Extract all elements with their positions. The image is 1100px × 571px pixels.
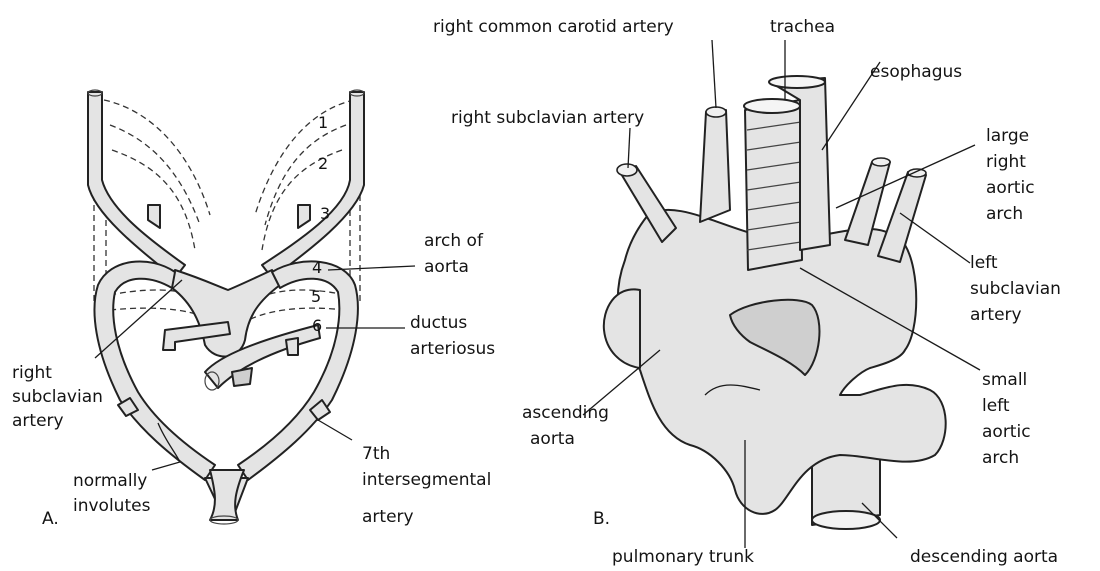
label-left-subclavian-artery: left (970, 253, 998, 273)
label-small-left-aortic-arch: small (982, 370, 1027, 390)
leader-line (318, 420, 352, 440)
branch-stub (148, 205, 160, 228)
arch-number: 3 (320, 204, 330, 223)
panel-b-illustration: B. right common carotid artery trachea e… (433, 17, 1061, 567)
vessel-opening (812, 511, 880, 529)
label-large-right-aortic-arch: arch (986, 204, 1023, 224)
panel-a-letter: A. (42, 509, 59, 529)
label-right-subclavian-artery-a: right (12, 363, 52, 383)
label-right-subclavian-artery-a: subclavian (12, 387, 103, 407)
left-dorsal-carotid-vessel (88, 92, 185, 278)
involuted-arch-outline (255, 100, 354, 215)
label-left-subclavian-artery: subclavian (970, 279, 1061, 299)
label-large-right-aortic-arch: right (986, 152, 1026, 172)
involuted-arch-outline (262, 150, 342, 250)
arch-number: 4 (312, 258, 322, 277)
label-small-left-aortic-arch: arch (982, 448, 1019, 468)
label-7th-intersegmental-artery: intersegmental (362, 470, 491, 490)
label-large-right-aortic-arch: large (986, 126, 1029, 146)
trachea-opening (744, 99, 800, 113)
label-descending-aorta: descending aorta (910, 547, 1058, 567)
arch-number: 1 (318, 113, 328, 132)
label-ascending-aorta: aorta (530, 429, 575, 449)
auricle-bulge (604, 289, 640, 368)
label-arch-of-aorta: aorta (424, 257, 469, 277)
label-right-common-carotid-artery: right common carotid artery (433, 17, 674, 37)
label-ascending-aorta: ascending (522, 403, 609, 423)
label-ductus-arteriosus: arteriosus (410, 339, 495, 359)
leader-line (628, 128, 630, 168)
label-normally-involutes: normally (73, 471, 147, 491)
esophagus-opening (769, 76, 825, 88)
label-right-subclavian-artery-a: artery (12, 411, 64, 431)
arch-number: 5 (311, 287, 321, 306)
leader-line (712, 40, 716, 108)
vessel-opening (872, 158, 890, 166)
label-7th-intersegmental-artery: 7th (362, 444, 390, 464)
branch-stub (286, 338, 298, 355)
vessel-opening (617, 164, 637, 176)
arch-number: 2 (318, 154, 328, 173)
label-pulmonary-trunk: pulmonary trunk (612, 547, 754, 567)
label-large-right-aortic-arch: aortic (986, 178, 1035, 198)
label-arch-of-aorta: arch of (424, 231, 484, 251)
vessel-opening (706, 107, 726, 117)
label-small-left-aortic-arch: aortic (982, 422, 1031, 442)
arch-number: 6 (312, 316, 322, 335)
panel-b-letter: B. (593, 509, 610, 529)
label-trachea: trachea (770, 17, 835, 37)
label-right-subclavian-artery-b: right subclavian artery (451, 108, 644, 128)
involuted-arch-outline (104, 100, 210, 215)
branch-stub (232, 368, 252, 386)
label-ductus-arteriosus: ductus (410, 313, 467, 333)
label-left-subclavian-artery: artery (970, 305, 1022, 325)
label-normally-involutes: involutes (73, 496, 151, 516)
vessel-opening (908, 169, 926, 177)
label-esophagus: esophagus (870, 62, 962, 82)
branch-stub (298, 205, 310, 228)
right-common-carotid-vessel (700, 110, 730, 222)
panel-a-schematic: 1 2 3 4 5 6 A. arch of aorta ductus arte… (12, 90, 495, 529)
label-small-left-aortic-arch: left (982, 396, 1010, 416)
label-7th-intersegmental-artery: artery (362, 507, 414, 527)
